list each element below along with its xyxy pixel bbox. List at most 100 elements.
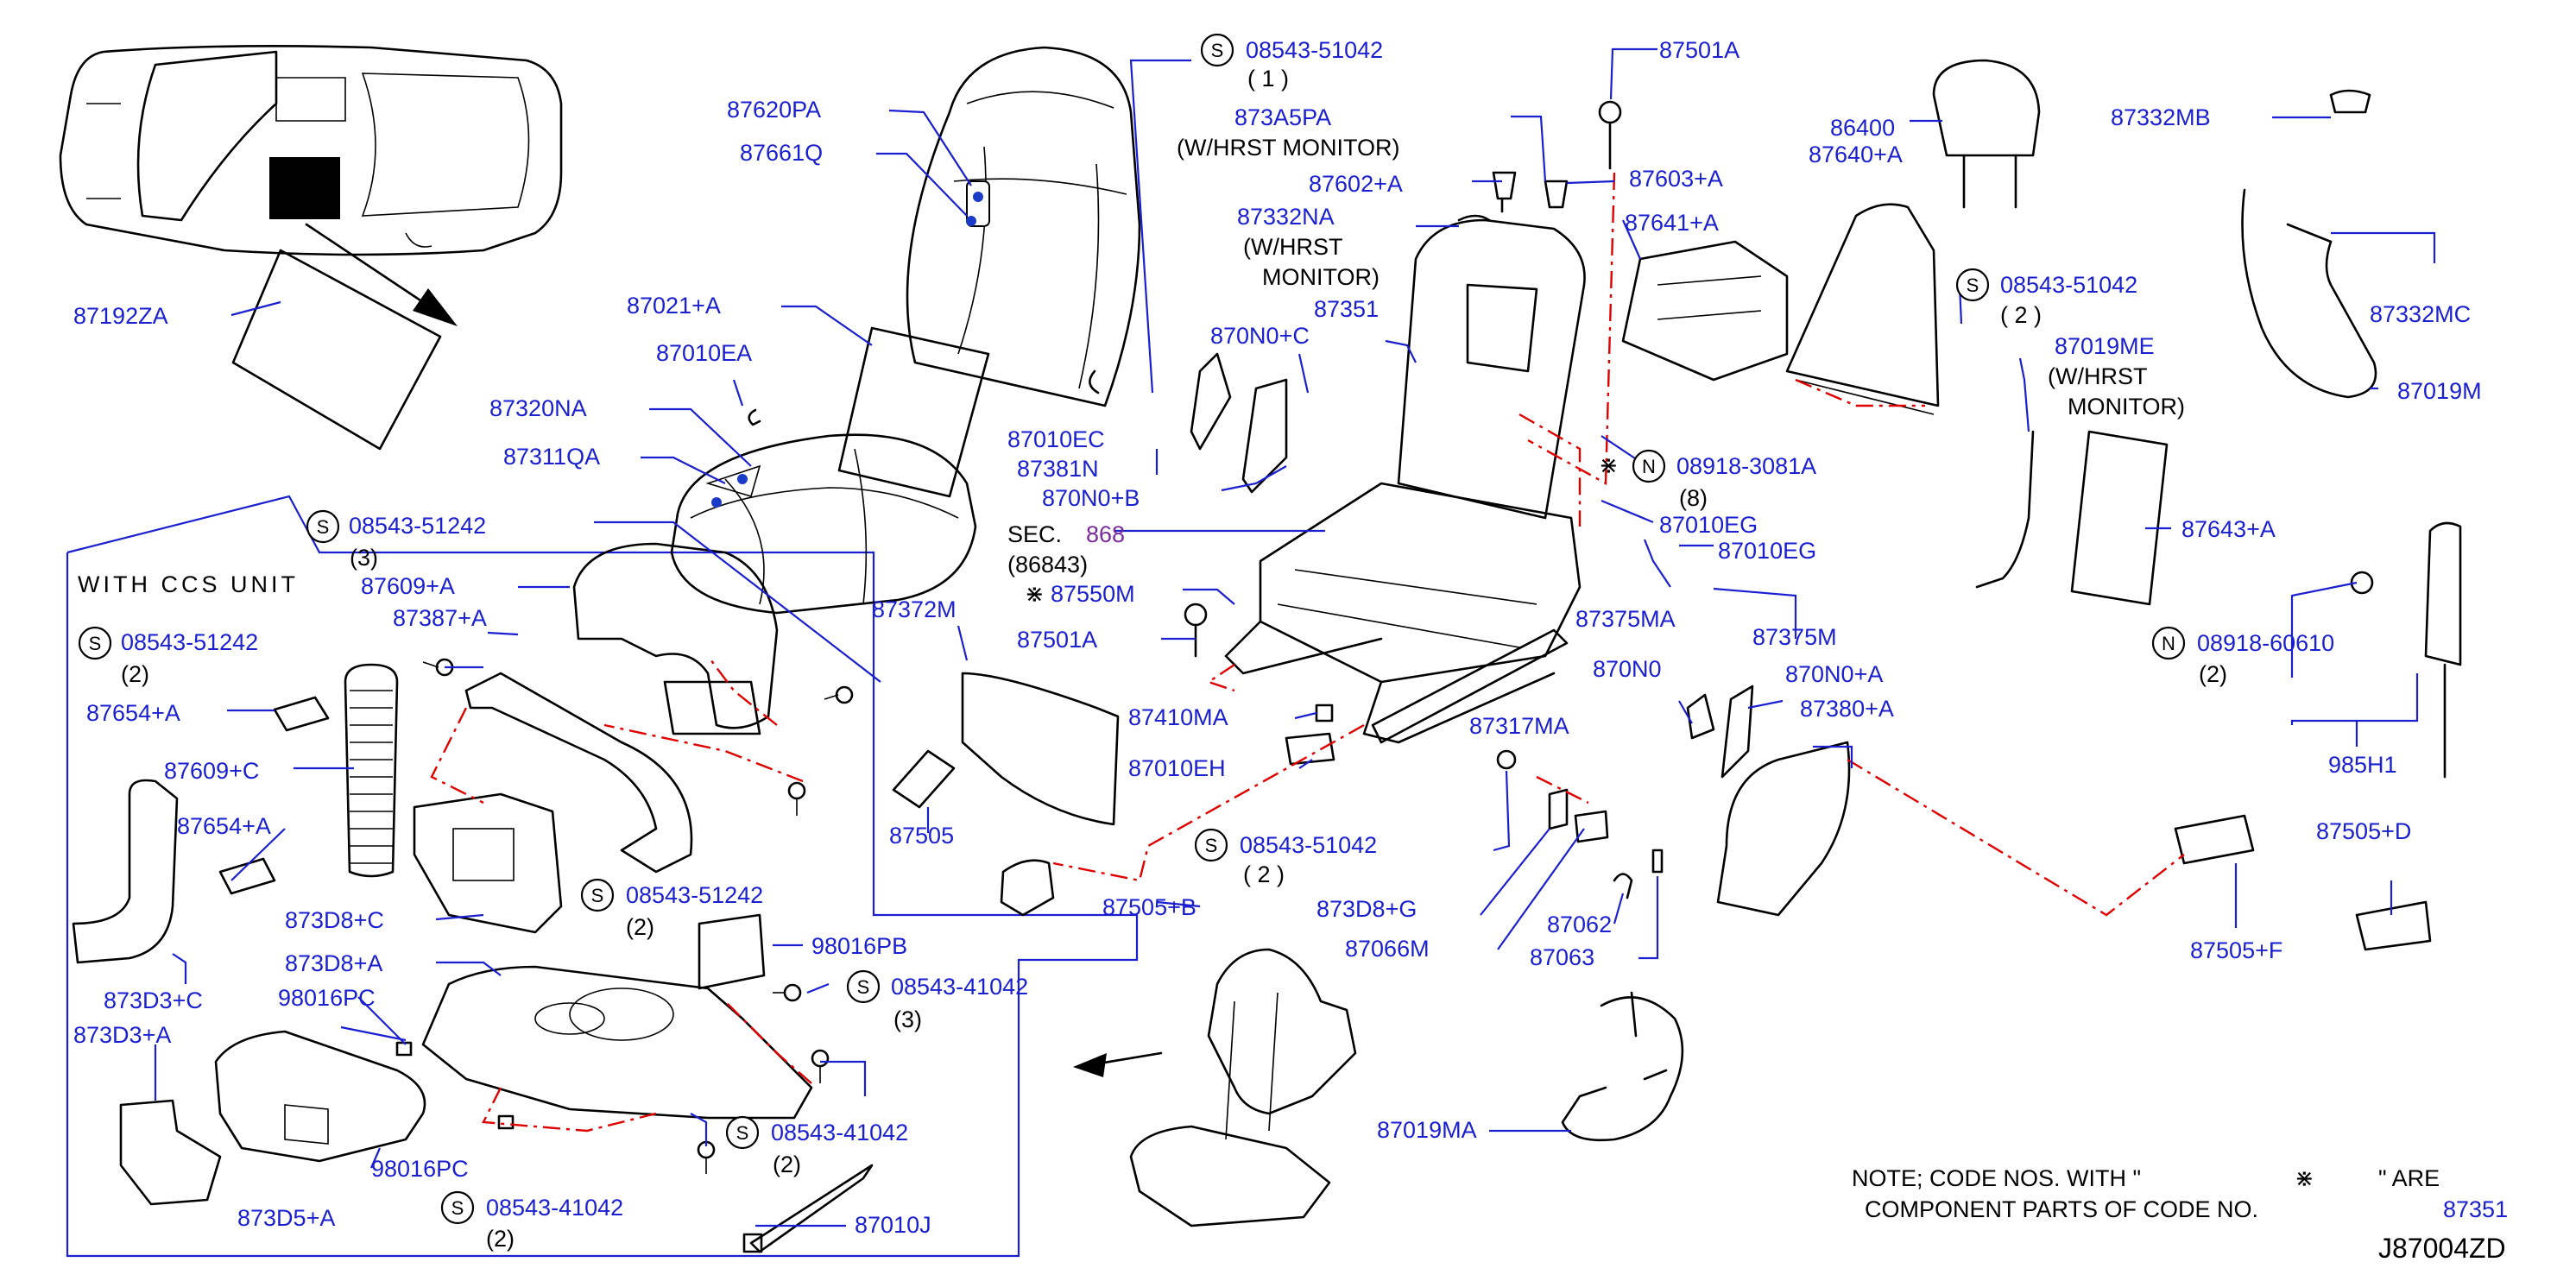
- label-87010eg-2: 87010EG: [1718, 538, 1816, 564]
- plate-873d8a: [421, 965, 813, 1120]
- cover-87372m: [961, 672, 1120, 826]
- screw-symbol-s: [1955, 268, 1990, 302]
- label-870n0c: 870N0+C: [1210, 323, 1310, 349]
- label-87505d: 87505+D: [2316, 818, 2411, 844]
- s-icon: S: [1211, 40, 1224, 61]
- s-icon: S: [89, 633, 102, 654]
- label-985h1: 985H1: [2328, 752, 2397, 778]
- nut-symbol-n: [2151, 626, 2186, 660]
- label-87387a: 87387+A: [393, 605, 487, 631]
- links-870n0-870n0a: [1686, 685, 1754, 779]
- clip-87010ea: [748, 408, 761, 426]
- label-87021a: 87021+A: [627, 293, 721, 319]
- arrow-head-icon: [1073, 1053, 1107, 1077]
- duct-873d3c: [72, 779, 179, 964]
- s-icon: S: [451, 1197, 464, 1219]
- qty-3-d: (3): [893, 1006, 922, 1032]
- label-08543-41042-c: 08543-41042: [486, 1195, 623, 1221]
- whrst-monitor-2b: MONITOR): [1262, 264, 1380, 290]
- qty-2-b: (2): [121, 661, 149, 687]
- label-86400: 86400: [1830, 115, 1895, 141]
- screw-symbol-s: [580, 878, 615, 912]
- switch-985h1: [2424, 521, 2462, 779]
- frame-87387a: [464, 672, 693, 874]
- label-08918-60610: 08918-60610: [2197, 630, 2334, 656]
- back-board-87641a: [1621, 240, 1789, 382]
- seat-cushion: [670, 433, 977, 615]
- parts-87062-87063: [1613, 849, 1664, 899]
- label-87332mc: 87332MC: [2370, 301, 2471, 327]
- label-87501a: 87501A: [1017, 627, 1097, 653]
- asterisk-icon: ⋇: [1025, 581, 1045, 607]
- label-87640a: 87640+A: [1809, 142, 1903, 167]
- part-labels: 87192ZA 87620PA 87661Q 87021+A 87010EA 8…: [73, 33, 2482, 1252]
- label-98016pb: 98016PB: [811, 933, 907, 959]
- label-870n0a: 870N0+A: [1785, 661, 1883, 687]
- label-87063: 87063: [1530, 944, 1594, 970]
- label-08543-51042-b: 08543-51042: [1240, 832, 1377, 858]
- qty-2-f: (2): [486, 1226, 515, 1252]
- screw-symbol-s: [306, 509, 340, 544]
- diagram-id: J87004ZD: [2378, 1233, 2506, 1264]
- trim-87381n: [1190, 352, 1232, 451]
- label-87654a: 87654+A: [86, 700, 180, 726]
- qty-2-c: (2): [626, 914, 654, 940]
- label-08543-41042-b: 08543-41042: [771, 1120, 908, 1145]
- screw-symbol-s: [440, 1190, 475, 1225]
- screw-symbol-s: [846, 969, 881, 1004]
- label-87550m: 87550M: [1051, 581, 1135, 607]
- label-98016pc: 98016PC: [278, 985, 376, 1011]
- harness-87019m: [2241, 188, 2377, 399]
- whrst-monitor-1: (W/HRST MONITOR): [1177, 135, 1399, 161]
- qty-2-i: (2): [2199, 661, 2227, 687]
- label-87320na: 87320NA: [489, 395, 587, 421]
- seat-frame-87351: [1224, 218, 1586, 744]
- blower-873d5a: [214, 1030, 426, 1163]
- bracket-87505d: [2355, 900, 2432, 951]
- seat-back-pad: [837, 326, 990, 498]
- s-icon: S: [591, 885, 604, 906]
- label-873d3c: 873D3+C: [104, 988, 203, 1013]
- bracket-87505: [892, 749, 956, 809]
- headrest-86400: [1932, 59, 2041, 209]
- label-87351: 87351: [1314, 296, 1379, 322]
- ccs-assembly: [1129, 948, 1357, 1227]
- flex-hose-87609c: [344, 663, 399, 878]
- screw-symbol-s: [1200, 33, 1234, 67]
- nut-08918-60610: [2350, 571, 2374, 595]
- sec-number[interactable]: 868: [1086, 521, 1125, 547]
- label-87505: 87505: [889, 823, 954, 849]
- asterisk-icon: ⋇: [1599, 452, 1619, 478]
- s-icon: S: [1967, 274, 1979, 296]
- label-87643a: 87643+A: [2181, 516, 2276, 542]
- label-87375m: 87375M: [1752, 624, 1837, 650]
- ccs-unit-box: [66, 495, 1139, 1258]
- guide-87603a: [1544, 180, 1569, 209]
- label-873d5a: 873D5+A: [237, 1205, 335, 1231]
- label-87010ec: 87010EC: [1007, 426, 1105, 452]
- label-87505f: 87505+F: [2190, 937, 2282, 963]
- whrst-monitor-2a: (W/HRST: [1243, 234, 1342, 260]
- bracket-87505f: [2174, 814, 2255, 865]
- screw-symbol-s: [1194, 828, 1228, 862]
- label-87380a: 87380+A: [1800, 696, 1894, 722]
- label-08543-41042-a: 08543-41042: [891, 974, 1028, 1000]
- label-87066m: 87066M: [1345, 936, 1430, 962]
- leader-lines: [154, 47, 2436, 1227]
- label-87602a: 87602+A: [1309, 171, 1403, 197]
- label-08543-51042-c: 08543-51042: [2000, 272, 2137, 298]
- qty-8: (8): [1679, 485, 1708, 511]
- label-873d8c: 873D8+C: [285, 907, 384, 933]
- label-870n0: 870N0: [1593, 656, 1662, 682]
- footnote: NOTE; CODE NOS. WITH " ⋇ " ARE COMPONENT…: [1852, 1165, 2508, 1264]
- label-87620pa: 87620PA: [727, 97, 821, 123]
- qty-3-a: (3): [350, 545, 378, 571]
- label-87661q: 87661Q: [740, 140, 823, 166]
- qty-2-e: (2): [773, 1152, 801, 1177]
- label-87332na: 87332NA: [1237, 204, 1335, 230]
- label-87010eh: 87010EH: [1128, 755, 1226, 781]
- qty-2-g: ( 2 ): [1243, 861, 1285, 887]
- harness-87019me: [1975, 430, 2035, 589]
- label-87192za: 87192ZA: [73, 303, 168, 329]
- rail-cover-87375ma: [1371, 628, 1569, 744]
